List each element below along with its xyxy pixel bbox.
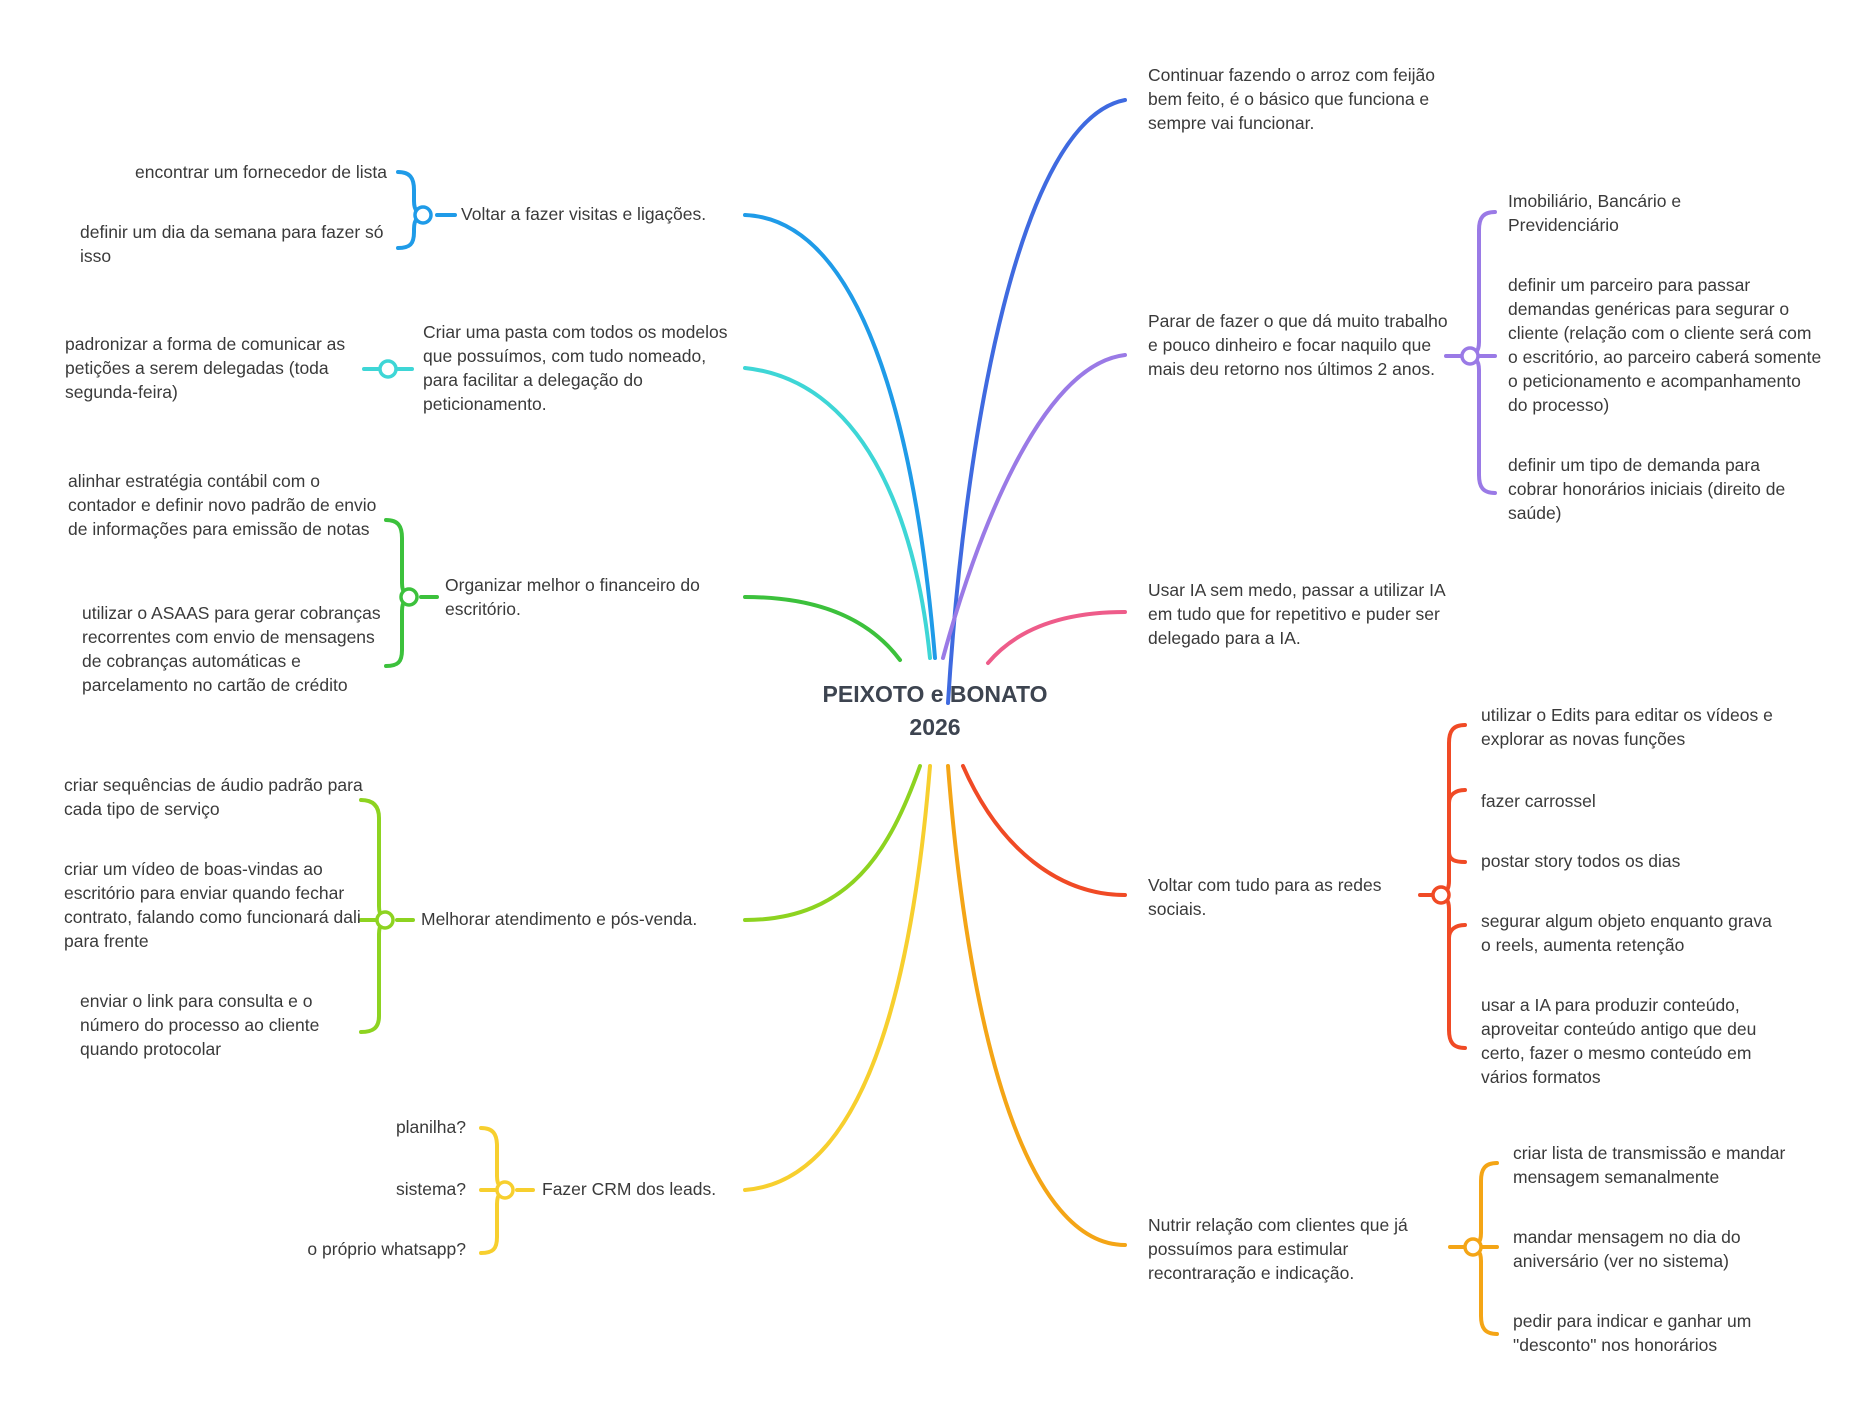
junction-circle-b6[interactable] bbox=[413, 205, 433, 225]
b4-child-3[interactable]: segurar algum objeto enquanto grava o re… bbox=[1481, 911, 1772, 955]
b10-child-0[interactable]: planilha? bbox=[395, 1117, 466, 1137]
connector-b8 bbox=[743, 595, 902, 662]
b4-child-2[interactable]: postar story todos os dias bbox=[1481, 851, 1681, 871]
central-topic[interactable]: PEIXOTO e BONATO 2026 bbox=[790, 678, 1080, 744]
central-topic-line2: 2026 bbox=[909, 714, 961, 740]
b5-child-2[interactable]: pedir para indicar e ganhar um "desconto… bbox=[1513, 1311, 1752, 1355]
connector-b9 bbox=[743, 764, 922, 922]
connector-b6 bbox=[743, 213, 937, 660]
b6-child-0[interactable]: encontrar um fornecedor de lista bbox=[135, 162, 387, 182]
b7-child-0[interactable]: padronizar a forma de comunicar as petiç… bbox=[65, 334, 346, 402]
b5-child-1[interactable]: mandar mensagem no dia do aniversário (v… bbox=[1513, 1227, 1741, 1271]
junction-circle-b8[interactable] bbox=[399, 587, 419, 607]
junction-circle-b10[interactable] bbox=[495, 1180, 515, 1200]
connector-b10 bbox=[743, 764, 932, 1192]
b9-child-2[interactable]: enviar o link para consulta e o número d… bbox=[80, 991, 320, 1059]
b9-child-1[interactable]: criar um vídeo de boas-vindas ao escritó… bbox=[64, 859, 361, 951]
b4-child-0[interactable]: utilizar o Edits para editar os vídeos e… bbox=[1481, 705, 1773, 749]
b2-child-1[interactable]: definir um parceiro para passar demandas… bbox=[1508, 275, 1822, 415]
branch-b8[interactable]: Organizar melhor o financeiro do escritó… bbox=[445, 575, 700, 619]
central-topic-line1: PEIXOTO e BONATO bbox=[822, 681, 1048, 707]
connector-b7 bbox=[743, 366, 932, 660]
b6-child-1[interactable]: definir um dia da semana para fazer só i… bbox=[80, 222, 384, 266]
branch-b10[interactable]: Fazer CRM dos leads. bbox=[542, 1179, 717, 1199]
junction-circle-b7[interactable] bbox=[378, 359, 398, 379]
junction-circle-b2[interactable] bbox=[1460, 346, 1480, 366]
b10-child-1[interactable]: sistema? bbox=[395, 1179, 466, 1199]
branch-b2[interactable]: Parar de fazer o que dá muito trabalho e… bbox=[1148, 311, 1448, 379]
b8-child-1[interactable]: utilizar o ASAAS para gerar cobranças re… bbox=[82, 603, 381, 695]
connector-b1 bbox=[946, 98, 1127, 705]
connector-b2 bbox=[941, 353, 1127, 660]
b2-child-0[interactable]: Imobiliário, Bancário e Previdenciário bbox=[1508, 191, 1682, 235]
b9-child-0[interactable]: criar sequências de áudio padrão para ca… bbox=[64, 775, 363, 819]
connector-b5 bbox=[946, 764, 1127, 1247]
b2-child-2[interactable]: definir um tipo de demanda para cobrar h… bbox=[1508, 455, 1786, 523]
junction-circle-b9[interactable] bbox=[375, 910, 395, 930]
b4-child-4[interactable]: usar a IA para produzir conteúdo, aprove… bbox=[1481, 995, 1757, 1087]
branch-b6[interactable]: Voltar a fazer visitas e ligações. bbox=[461, 204, 707, 224]
branch-b5[interactable]: Nutrir relação com clientes que já possu… bbox=[1148, 1215, 1408, 1283]
b4-child-1[interactable]: fazer carrossel bbox=[1481, 791, 1596, 811]
b5-child-0[interactable]: criar lista de transmissão e mandar mens… bbox=[1513, 1143, 1786, 1187]
branch-b9[interactable]: Melhorar atendimento e pós-venda. bbox=[421, 909, 698, 929]
branch-b1[interactable]: Continuar fazendo o arroz com feijão bem… bbox=[1148, 65, 1435, 133]
junction-circle-b5[interactable] bbox=[1463, 1237, 1483, 1257]
bracket-b10 bbox=[479, 1126, 535, 1255]
b8-child-0[interactable]: alinhar estratégia contábil com o contad… bbox=[68, 471, 377, 539]
connector-b4 bbox=[961, 764, 1127, 897]
bracket-b9 bbox=[359, 798, 415, 1034]
bracket-b4 bbox=[1418, 723, 1467, 1050]
branch-b7[interactable]: Criar uma pasta com todos os modelos que… bbox=[423, 322, 728, 414]
b10-child-2[interactable]: o próprio whatsapp? bbox=[307, 1239, 466, 1259]
branch-b3[interactable]: Usar IA sem medo, passar a utilizar IA e… bbox=[1148, 580, 1445, 648]
branch-b4[interactable]: Voltar com tudo para as redes sociais. bbox=[1148, 875, 1382, 919]
junction-circle-b4[interactable] bbox=[1431, 885, 1451, 905]
connector-b3 bbox=[986, 610, 1127, 665]
bracket-b5 bbox=[1448, 1161, 1499, 1336]
